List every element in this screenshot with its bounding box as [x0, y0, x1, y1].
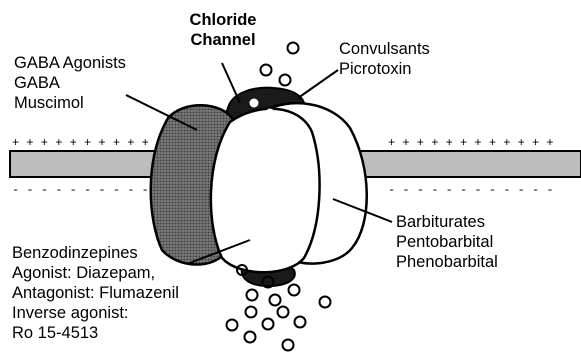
- barbiturates-label: Barbiturates Pentobarbital Phenobarbital: [396, 212, 498, 272]
- convulsant-item: Picrotoxin: [339, 59, 430, 79]
- convulsants-label: Convulsants Picrotoxin: [339, 39, 430, 79]
- leader-line-convulsants: [298, 70, 338, 98]
- chloride-ion: [295, 317, 306, 328]
- benzodiazepines-title: Benzodinzepines: [12, 243, 179, 263]
- chloride-channel-label: Chloride Channel: [178, 10, 268, 50]
- chloride-ion: [247, 290, 258, 301]
- chloride-ion: [227, 320, 238, 331]
- chloride-ion: [278, 307, 289, 318]
- barbiturate-item: Pentobarbital: [396, 232, 498, 252]
- chloride-ion: [283, 340, 294, 351]
- membrane-negative-charges-right: - - - - - - - - - - - -: [388, 183, 554, 197]
- gaba-agonist-item: GABA: [14, 73, 126, 93]
- chloride-ion: [320, 297, 331, 308]
- chloride-ion: [261, 65, 272, 76]
- chloride-ion: [289, 285, 300, 296]
- barbiturate-item: Phenobarbital: [396, 252, 498, 272]
- leader-line-chloride: [222, 63, 240, 103]
- benzodiazepine-item: Ro 15-4513: [12, 323, 179, 343]
- benzodiazepines-label: Benzodinzepines Agonist: Diazepam, Antag…: [12, 243, 179, 343]
- benzodiazepine-item: Inverse agonist:: [12, 303, 179, 323]
- chloride-ion: [288, 43, 299, 54]
- chloride-ion: [246, 307, 257, 318]
- chloride-ion: [245, 332, 256, 343]
- chloride-ion: [250, 99, 258, 107]
- chloride-ion: [263, 319, 274, 330]
- chloride-channel-label-line2: Channel: [178, 30, 268, 50]
- gaba-agonists-label: GABA Agonists GABA Muscimol: [14, 53, 126, 113]
- convulsants-title: Convulsants: [339, 39, 430, 59]
- membrane-positive-charges-right: + + + + + + + + + + + +: [388, 136, 554, 150]
- benzodiazepine-item: Antagonist: Flumazenil: [12, 283, 179, 303]
- gaba-agonists-title: GABA Agonists: [14, 53, 126, 73]
- chloride-ion: [270, 295, 281, 306]
- membrane-positive-charges-left: + + + + + + + + + + + +: [12, 136, 178, 150]
- chloride-ion: [280, 75, 291, 86]
- benzodiazepine-item: Agonist: Diazepam,: [12, 263, 179, 283]
- gaba-agonist-item: Muscimol: [14, 93, 126, 113]
- chloride-ion: [266, 109, 274, 117]
- barbiturates-title: Barbiturates: [396, 212, 498, 232]
- chloride-channel-label-line1: Chloride: [178, 10, 268, 30]
